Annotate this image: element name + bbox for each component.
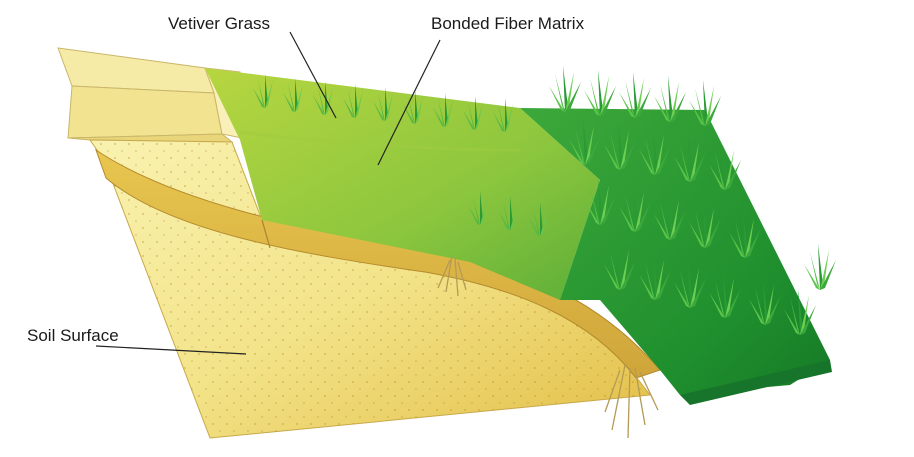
vetiver-grass-label: Vetiver Grass <box>168 14 270 34</box>
bonded-fiber-matrix-label: Bonded Fiber Matrix <box>431 14 584 34</box>
soil-surface-label: Soil Surface <box>27 326 119 346</box>
